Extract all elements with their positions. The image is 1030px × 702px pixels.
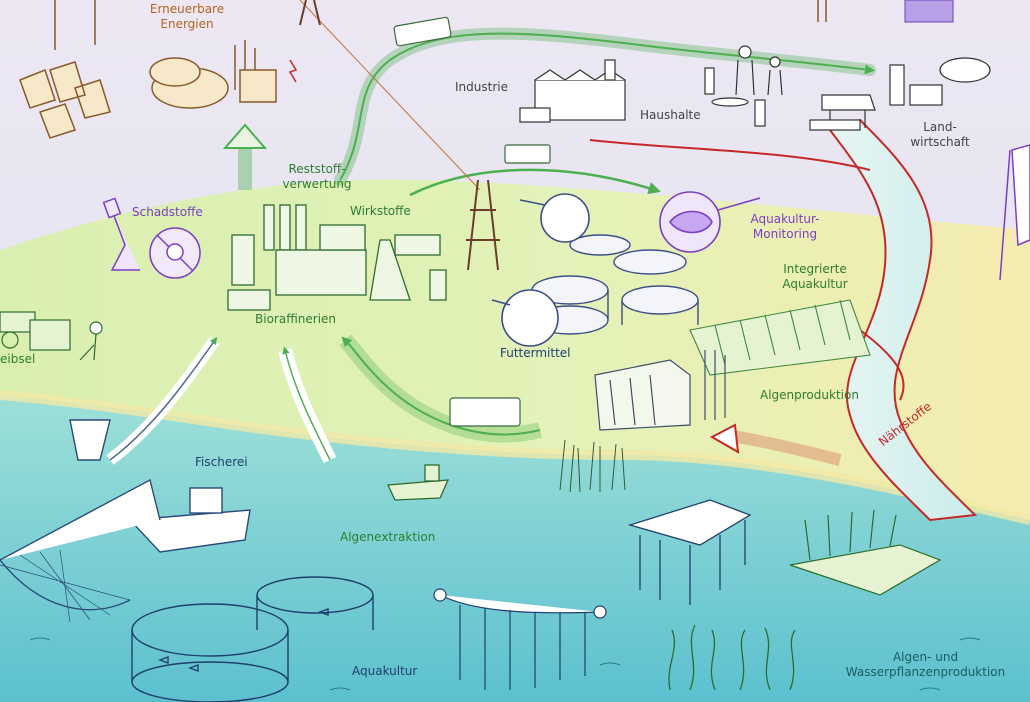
label-integrierte-aquakultur: Integrierte Aquakultur bbox=[782, 262, 848, 291]
up-arrow-energy-head bbox=[222, 123, 268, 149]
bioraffinerie-plant-icon bbox=[227, 204, 447, 311]
seaweed-cluster-icon bbox=[668, 624, 796, 691]
flow-algen-arrow bbox=[341, 336, 541, 436]
label-erneuerbare-energien: Erneuerbare Energien bbox=[149, 2, 225, 31]
label-treibsel: eibsel bbox=[0, 352, 36, 366]
label-fischerei: Fischerei bbox=[195, 455, 248, 469]
label-landwirtschaft: Land- wirtschaft bbox=[910, 120, 970, 149]
flow-fishery-arrow bbox=[109, 336, 218, 461]
agriculture-icon bbox=[809, 57, 991, 131]
naehrstoffe-line-side bbox=[859, 329, 905, 401]
water-plants-float-icon bbox=[789, 509, 942, 596]
reeds-icon bbox=[559, 439, 626, 493]
land-area bbox=[0, 179, 1030, 520]
label-aquakultur-monitoring: Aquakultur- Monitoring bbox=[750, 212, 820, 241]
power-line bbox=[299, 0, 481, 191]
label-aquakultur: Aquakultur bbox=[352, 664, 418, 678]
label-wirkstoffe: Wirkstoffe bbox=[350, 204, 411, 218]
naehrstoffe-line-industry bbox=[589, 139, 871, 171]
label-algenproduktion: Algenproduktion bbox=[760, 388, 859, 402]
power-pylon-icon bbox=[466, 179, 500, 271]
water-ripples bbox=[29, 637, 981, 691]
label-bioraffinerien: Bioraffinerien bbox=[255, 312, 337, 326]
label-futtermittel: Futtermittel bbox=[500, 346, 571, 360]
label-schadstoffe: Schadstoffe bbox=[132, 205, 203, 219]
schadstoffe-icons bbox=[102, 197, 201, 279]
signboard-icon bbox=[999, 144, 1030, 281]
households-icon bbox=[704, 45, 783, 127]
magnifier-icons bbox=[491, 193, 590, 347]
monitoring-magnifier-icon bbox=[659, 191, 761, 253]
mussel-longline-icon bbox=[433, 588, 607, 690]
algae-extraction-boat-icon bbox=[387, 464, 450, 501]
fishing-boat-icon bbox=[0, 419, 251, 611]
label-algenextraktion: Algenextraktion bbox=[340, 530, 436, 544]
naehrstoffe-arrow-to-algen-head bbox=[709, 423, 740, 454]
truck-icons bbox=[393, 16, 551, 427]
label-algen-wasserpflanzenproduktion: Algen- und Wasserpflanzenproduktion bbox=[845, 650, 1006, 679]
renewable-energy-icons bbox=[19, 0, 827, 139]
flow-reststoff-arrow bbox=[339, 32, 875, 181]
algae-production-greenhouse-icon bbox=[594, 350, 726, 431]
flow-pier-arrow bbox=[282, 346, 331, 461]
industry-icon bbox=[519, 59, 626, 123]
pylon-top-icon bbox=[299, 0, 321, 26]
flow-wirkstoffe-arrow bbox=[409, 168, 661, 197]
label-haushalte: Haushalte bbox=[640, 108, 701, 122]
label-reststoffverwertung: Reststoff- verwertung bbox=[282, 162, 352, 191]
label-industrie: Industrie bbox=[455, 80, 508, 94]
sea-aquaculture-cages-icon bbox=[131, 576, 374, 702]
shoreline bbox=[0, 390, 1030, 525]
purple-box-icon bbox=[904, 0, 954, 23]
integrated-aquaculture-field-icon bbox=[689, 299, 871, 376]
seaweed-raft-icon bbox=[627, 499, 752, 605]
fishing-net-icon bbox=[0, 549, 131, 623]
tractor-harvest-icon bbox=[0, 311, 103, 361]
naehrstoffe-river bbox=[828, 118, 978, 522]
